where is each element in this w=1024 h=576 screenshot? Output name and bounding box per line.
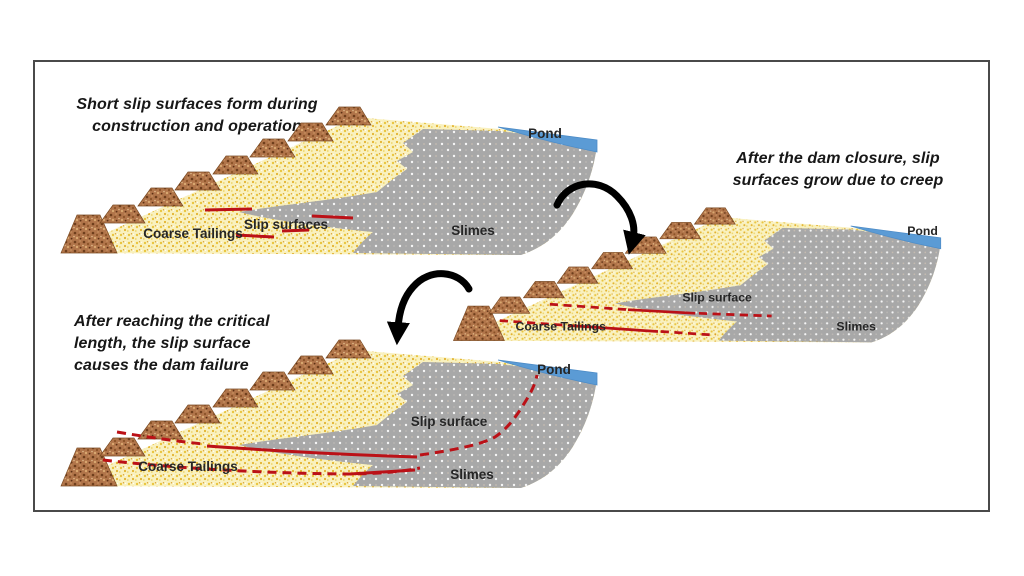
slip-surface-line	[627, 308, 696, 315]
panel-3-caption: After reaching the critical length, the …	[74, 313, 270, 374]
panel-2-caption: After the dam closure, slip surfaces gro…	[732, 150, 944, 189]
slip-surface-line	[116, 430, 204, 446]
label-slip-surface: Slip surface	[411, 414, 488, 429]
slip-surface-line	[235, 233, 275, 239]
slip-surface-line	[349, 468, 416, 476]
dam-cross-section-stage-1: Coarse Tailings Slip surfaces Slimes Pon…	[55, 105, 605, 260]
label-slip-surface: Slip surface	[682, 291, 752, 305]
panel-1-caption: Short slip surfaces form during construc…	[76, 96, 318, 135]
label-slimes: Slimes	[836, 320, 876, 334]
slip-surface-line	[281, 228, 310, 233]
slip-surface-line	[698, 311, 772, 318]
label-pond: Pond	[528, 126, 562, 141]
label-coarse-tailings: Coarse Tailings	[143, 226, 243, 241]
label-coarse-tailings: Coarse Tailings	[138, 459, 238, 474]
label-coarse-tailings: Coarse Tailings	[516, 320, 607, 334]
slip-surface-line	[311, 214, 354, 220]
dam-cross-section-stage-2: Coarse Tailings Slip surface Slimes Pond	[448, 206, 948, 347]
label-pond: Pond	[537, 362, 571, 377]
slip-surface-curve	[419, 374, 539, 457]
dam-cross-section-stage-3: Coarse Tailings Slip surface Slimes Pond	[55, 338, 605, 493]
label-slimes: Slimes	[450, 467, 494, 482]
slip-surface-line	[576, 324, 659, 333]
label-pond: Pond	[907, 224, 938, 238]
label-slip-surfaces: Slip surfaces	[244, 217, 328, 232]
slip-surface-line	[206, 444, 418, 459]
label-slimes: Slimes	[451, 223, 495, 238]
slip-surface-line	[204, 207, 253, 212]
slip-surface-line	[660, 330, 716, 337]
